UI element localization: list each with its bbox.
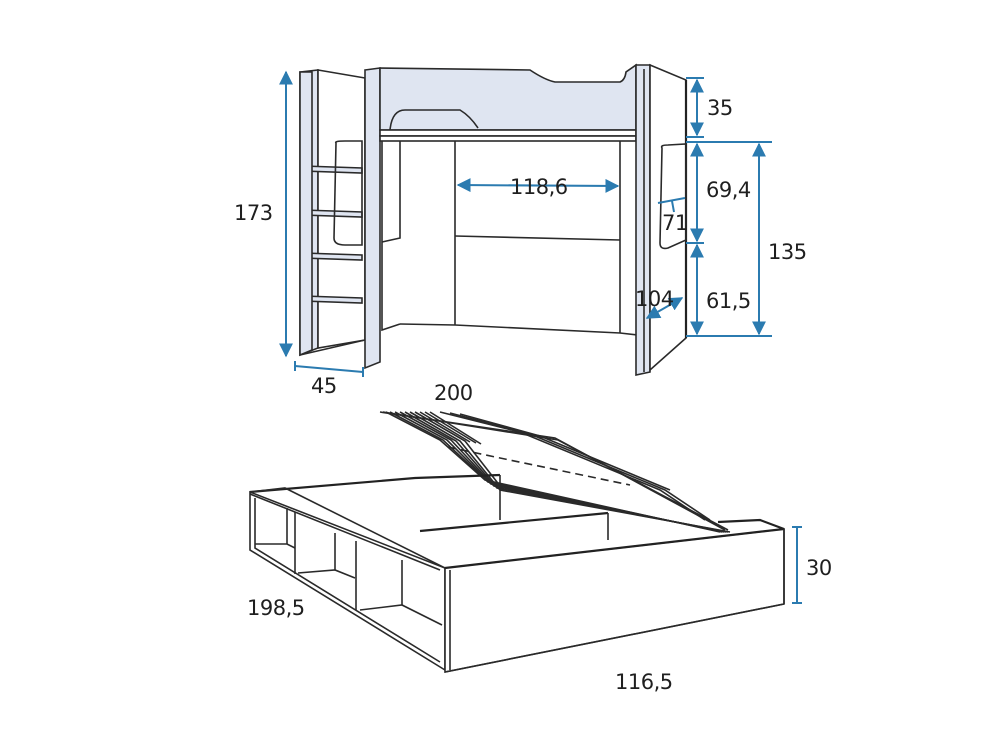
depth-under-label: 104 xyxy=(635,287,674,311)
ladder-depth-label: 45 xyxy=(311,374,337,398)
lower-height-label: 61,5 xyxy=(706,289,751,313)
opening-height-label: 71 xyxy=(662,211,688,235)
upper-height-label: 69,4 xyxy=(706,178,751,202)
width-front-label: 116,5 xyxy=(615,670,673,694)
guard-rail-panel xyxy=(379,63,637,131)
left-post xyxy=(364,67,381,370)
ladder-rungs xyxy=(302,165,363,304)
right-post xyxy=(635,64,651,376)
storage-bed-dimensions xyxy=(792,526,802,604)
interior-width-label: 118,6 xyxy=(510,175,568,199)
side-height-label: 135 xyxy=(768,240,807,264)
guard-height-label: 35 xyxy=(707,96,733,120)
loft-bed-dimensions xyxy=(279,70,772,377)
storage-bed-drawing xyxy=(249,411,785,673)
length-top-label: 200 xyxy=(434,381,473,405)
lifted-slat-frame xyxy=(379,411,731,533)
front-panel xyxy=(444,528,785,673)
base-height-label: 30 xyxy=(806,556,832,580)
loft-bed-drawing xyxy=(299,63,688,376)
length-side-label: 198,5 xyxy=(247,596,305,620)
total-height-label: 173 xyxy=(234,201,273,225)
